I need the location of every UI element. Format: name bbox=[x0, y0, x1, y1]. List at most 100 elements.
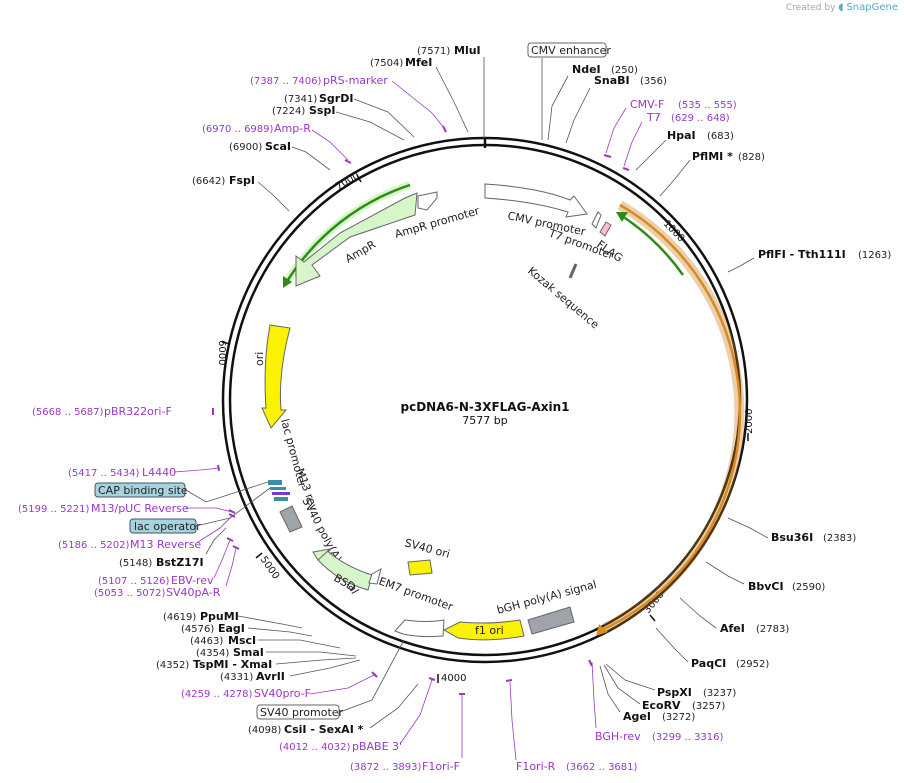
svg-text:(4259 .. 4278): (4259 .. 4278) bbox=[181, 689, 253, 700]
svg-text:CsiI - SexAI *: CsiI - SexAI * bbox=[284, 723, 364, 736]
svg-text:TspMI - XmaI: TspMI - XmaI bbox=[193, 658, 272, 671]
bgh-polya-feature bbox=[527, 606, 575, 635]
enzyme-csii[interactable]: (4098) CsiI - SexAI * bbox=[248, 683, 419, 736]
enzyme-bbvci[interactable]: BbvCI (2590) bbox=[705, 561, 825, 593]
enzyme-afei[interactable]: AfeI (2783) bbox=[679, 597, 789, 635]
svg-text:CAP binding site: CAP binding site bbox=[98, 484, 188, 497]
primer-f1ori-f[interactable]: (3872 .. 3893) F1ori-F bbox=[350, 693, 465, 773]
credit-prefix: Created by bbox=[785, 3, 836, 13]
svg-text:(3257): (3257) bbox=[692, 701, 725, 712]
svg-text:(629 .. 648): (629 .. 648) bbox=[671, 113, 730, 124]
svg-text:2000: 2000 bbox=[744, 409, 755, 434]
primer-ebv-rev[interactable]: (5107 .. 5126) EBV-rev bbox=[98, 537, 234, 587]
svg-text:(3872 .. 3893): (3872 .. 3893) bbox=[350, 762, 422, 773]
enzyme-sspi[interactable]: (7224) SspI bbox=[272, 104, 405, 141]
primer-pbr322ori-f[interactable]: (5668 .. 5687) pBR322ori-F bbox=[32, 405, 214, 418]
primer-m13-puc-reverse[interactable]: (5199 .. 5221) M13/pUC Reverse bbox=[18, 502, 236, 515]
svg-text:(6900): (6900) bbox=[229, 142, 262, 153]
primer-amp-r[interactable]: (6970 .. 6989) Amp-R bbox=[202, 122, 352, 164]
enzyme-pspxi[interactable]: PspXI (3237) bbox=[605, 663, 736, 699]
svg-text:SnaBI: SnaBI bbox=[594, 74, 630, 87]
enzyme-ppumi[interactable]: (4619) PpuMI bbox=[163, 610, 303, 629]
enzyme-scai[interactable]: (6900) ScaI bbox=[229, 140, 331, 171]
svg-text:pBABE 3': pBABE 3' bbox=[352, 740, 402, 753]
svg-text:ScaI: ScaI bbox=[265, 140, 291, 153]
svg-text:(5668 .. 5687): (5668 .. 5687) bbox=[32, 407, 104, 418]
enzyme-mfei[interactable]: (7504) MfeI bbox=[370, 56, 469, 133]
sv40-ori-label: SV40 ori bbox=[403, 536, 451, 561]
cap-binding-site-box[interactable]: CAP binding site bbox=[94, 481, 269, 503]
lac-operator-box[interactable]: lac operator bbox=[129, 487, 271, 534]
enzyme-paqci[interactable]: PaqCI (2952) bbox=[655, 627, 769, 670]
svg-text:(6642): (6642) bbox=[192, 176, 225, 187]
primer-l4440[interactable]: (5417 .. 5434) L4440 bbox=[68, 464, 221, 479]
svg-text:(535 .. 555): (535 .. 555) bbox=[678, 100, 737, 111]
sv40-ori-feature bbox=[407, 559, 433, 576]
svg-text:AgeI: AgeI bbox=[623, 710, 651, 723]
axin1-orf-arrowhead bbox=[596, 624, 608, 636]
enzyme-smai[interactable]: (4354) SmaI bbox=[196, 646, 357, 659]
svg-text:(2952): (2952) bbox=[736, 659, 769, 670]
tick-6000: 6000 bbox=[216, 340, 231, 365]
svg-text:SV40 promoter: SV40 promoter bbox=[260, 706, 344, 719]
f1-ori-label: f1 ori bbox=[475, 624, 504, 637]
svg-text:(5417 .. 5434): (5417 .. 5434) bbox=[68, 468, 140, 479]
primer-sv40pro-f[interactable]: (4259 .. 4278) SV40pro-F bbox=[181, 671, 378, 700]
cap-feature bbox=[268, 480, 282, 485]
primer-bgh-rev[interactable]: BGH-rev (3299 .. 3316) bbox=[588, 659, 724, 743]
enzyme-fspi[interactable]: (6642) FspI bbox=[192, 174, 290, 212]
svg-text:M13 Reverse: M13 Reverse bbox=[130, 538, 201, 551]
f1-ori-feature bbox=[442, 619, 525, 641]
svg-text:BGH-rev: BGH-rev bbox=[595, 730, 641, 743]
svg-text:(356): (356) bbox=[640, 76, 667, 87]
enzyme-ecorv[interactable]: EcoRV (3257) bbox=[603, 664, 725, 712]
enzyme-snabi[interactable]: SnaBI (356) bbox=[565, 74, 667, 144]
em7-feature bbox=[368, 567, 382, 585]
m13rev-feature bbox=[272, 492, 290, 495]
green-orf-line bbox=[621, 214, 685, 276]
svg-text:F1ori-R: F1ori-R bbox=[516, 760, 556, 773]
enzyme-bstz17i[interactable]: (5148) BstZ17I bbox=[119, 527, 227, 569]
enzyme-agei[interactable]: AgeI (3272) bbox=[599, 665, 695, 723]
enzyme-pflfi[interactable]: PflFI - Tth111I (1263) bbox=[727, 248, 891, 273]
enzyme-tspmi[interactable]: (4352) TspMI - XmaI bbox=[156, 657, 357, 671]
svg-text:(4354): (4354) bbox=[196, 648, 229, 659]
axin1-orf-halo bbox=[602, 200, 745, 633]
primer-cmv-f[interactable]: CMV-F (535 .. 555) bbox=[603, 98, 737, 158]
enzyme-msci[interactable]: (4463) MscI bbox=[190, 634, 341, 649]
svg-text:4000: 4000 bbox=[441, 673, 466, 684]
svg-text:(4012 .. 4032): (4012 .. 4032) bbox=[279, 742, 351, 753]
svg-text:(4576): (4576) bbox=[181, 624, 214, 635]
cmv-enhancer-box[interactable]: CMV enhancer bbox=[527, 42, 611, 140]
lac-promoter-feature bbox=[274, 497, 288, 501]
enzyme-eagi[interactable]: (4576) EagI bbox=[181, 622, 313, 637]
enzyme-pflmi[interactable]: PflMI * (828) bbox=[659, 150, 765, 197]
primer-m13-reverse[interactable]: (5186 .. 5202) M13 Reverse bbox=[58, 513, 236, 551]
svg-text:Amp-R: Amp-R bbox=[274, 122, 311, 135]
enzyme-mlui[interactable]: (7571) MluI bbox=[417, 44, 485, 138]
primer-sv40pa-r[interactable]: (5053 .. 5072) SV40pA-R bbox=[94, 545, 240, 599]
enzyme-bsu36i[interactable]: Bsu36I (2383) bbox=[727, 517, 856, 544]
t7-promoter-feature bbox=[591, 211, 602, 229]
bgh-polya-label: bGH poly(A) signal bbox=[495, 578, 598, 617]
flag-feature bbox=[599, 221, 612, 237]
kozak-feature bbox=[568, 263, 578, 279]
svg-text:PaqCI: PaqCI bbox=[691, 657, 726, 670]
enzyme-hpai[interactable]: HpaI (683) bbox=[635, 129, 734, 171]
svg-text:pRS-marker: pRS-marker bbox=[323, 74, 388, 87]
svg-text:PflFI - Tth111I: PflFI - Tth111I bbox=[758, 248, 846, 261]
credit-brand: SnapGene bbox=[846, 2, 898, 13]
svg-text:(3299 .. 3316): (3299 .. 3316) bbox=[652, 732, 724, 743]
ampr-outer-arrowhead bbox=[283, 276, 292, 288]
svg-text:(7571): (7571) bbox=[417, 46, 450, 57]
enzyme-sgrdi[interactable]: (7341) SgrDI bbox=[284, 92, 415, 138]
enzyme-avrii[interactable]: (4331) AvrII bbox=[220, 659, 361, 683]
primer-pbabe[interactable]: (4012 .. 4032) pBABE 3' bbox=[279, 677, 436, 753]
primer-f1ori-r[interactable]: F1ori-R (3662 .. 3681) bbox=[505, 679, 638, 773]
svg-text:(250): (250) bbox=[611, 65, 638, 76]
primer-t7[interactable]: T7 (629 .. 648) bbox=[622, 111, 730, 171]
enzyme-ndei[interactable]: NdeI (250) bbox=[547, 63, 638, 141]
primer-prs-marker[interactable]: (7387 .. 7406) pRS-marker bbox=[250, 74, 447, 133]
sv40-promoter-box[interactable]: SV40 promoter bbox=[256, 639, 405, 720]
